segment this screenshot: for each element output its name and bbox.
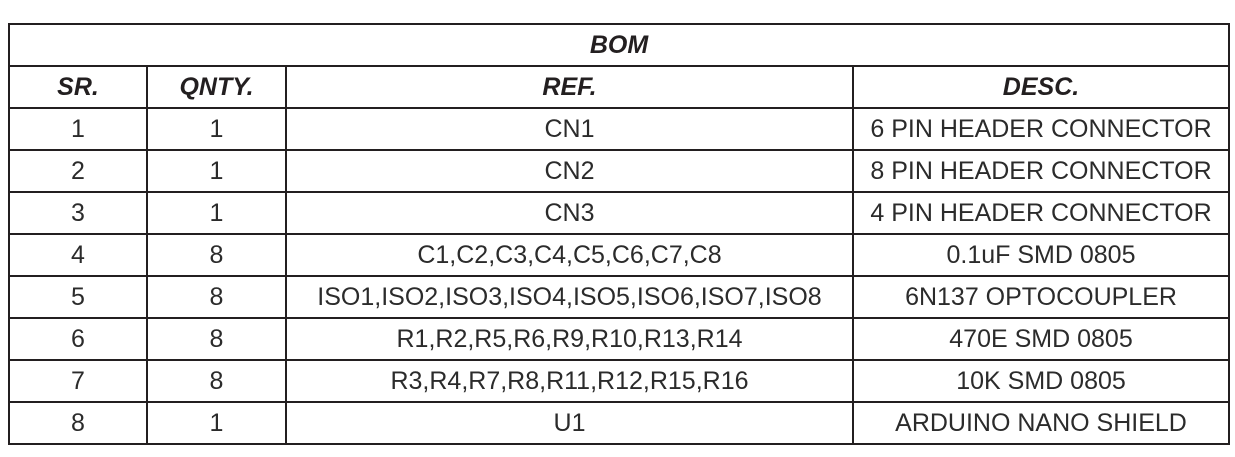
cell-qty: 8 [146, 275, 287, 319]
cell-desc: 8 PIN HEADER CONNECTOR [851, 149, 1231, 193]
table-title: BOM [7, 23, 1231, 67]
cell-ref: R1,R2,R5,R6,R9,R10,R13,R14 [285, 317, 854, 361]
cell-sr: 8 [8, 401, 148, 445]
table-row: 3 1 CN3 4 PIN HEADER CONNECTOR [8, 191, 1231, 235]
column-header-sr: SR. [8, 65, 148, 109]
cell-desc: 6N137 OPTOCOUPLER [851, 275, 1231, 319]
column-header-ref: REF. [285, 65, 854, 109]
cell-desc: 4 PIN HEADER CONNECTOR [851, 191, 1231, 235]
cell-qty: 1 [146, 107, 287, 151]
cell-ref: CN2 [285, 149, 854, 193]
column-header-desc: DESC. [851, 65, 1231, 109]
table-row: 2 1 CN2 8 PIN HEADER CONNECTOR [8, 149, 1231, 193]
cell-ref: C1,C2,C3,C4,C5,C6,C7,C8 [285, 233, 854, 277]
cell-sr: 5 [8, 275, 148, 319]
cell-qty: 8 [146, 359, 287, 403]
table-header-row: SR. QNTY. REF. DESC. [8, 65, 1231, 109]
cell-qty: 8 [146, 233, 287, 277]
cell-sr: 2 [8, 149, 148, 193]
cell-qty: 1 [146, 149, 287, 193]
cell-qty: 1 [146, 401, 287, 445]
cell-qty: 1 [146, 191, 287, 235]
bom-table: BOM SR. QNTY. REF. DESC. 1 1 CN1 6 PIN H… [7, 23, 1231, 445]
table-row: 7 8 R3,R4,R7,R8,R11,R12,R15,R16 10K SMD … [8, 359, 1231, 403]
column-header-qty: QNTY. [146, 65, 287, 109]
table-row: 6 8 R1,R2,R5,R6,R9,R10,R13,R14 470E SMD … [8, 317, 1231, 361]
cell-ref: CN3 [285, 191, 854, 235]
cell-ref: CN1 [285, 107, 854, 151]
cell-ref: U1 [285, 401, 854, 445]
cell-sr: 6 [8, 317, 148, 361]
cell-desc: 6 PIN HEADER CONNECTOR [851, 107, 1231, 151]
cell-sr: 3 [8, 191, 148, 235]
table-row: 5 8 ISO1,ISO2,ISO3,ISO4,ISO5,ISO6,ISO7,I… [8, 275, 1231, 319]
cell-sr: 7 [8, 359, 148, 403]
table-row: 1 1 CN1 6 PIN HEADER CONNECTOR [8, 107, 1231, 151]
cell-ref: R3,R4,R7,R8,R11,R12,R15,R16 [285, 359, 854, 403]
cell-ref: ISO1,ISO2,ISO3,ISO4,ISO5,ISO6,ISO7,ISO8 [285, 275, 854, 319]
cell-sr: 4 [8, 233, 148, 277]
cell-desc: 0.1uF SMD 0805 [851, 233, 1231, 277]
cell-sr: 1 [8, 107, 148, 151]
cell-desc: 470E SMD 0805 [851, 317, 1231, 361]
table-row: 4 8 C1,C2,C3,C4,C5,C6,C7,C8 0.1uF SMD 08… [8, 233, 1231, 277]
cell-desc: 10K SMD 0805 [851, 359, 1231, 403]
table-row: 8 1 U1 ARDUINO NANO SHIELD [8, 401, 1231, 445]
cell-desc: ARDUINO NANO SHIELD [851, 401, 1231, 445]
table-title-row: BOM [7, 23, 1231, 67]
cell-qty: 8 [146, 317, 287, 361]
